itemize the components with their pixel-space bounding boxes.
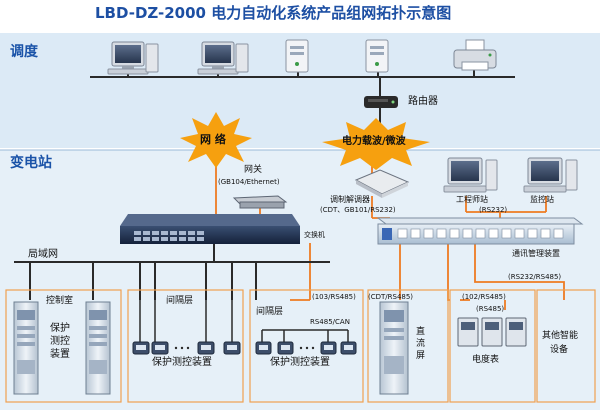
other-device-line-1: 其他智能	[542, 331, 579, 341]
rs232-label: (RS232)	[479, 206, 508, 214]
lan-lines	[14, 244, 330, 300]
bay-device-row-1	[132, 300, 241, 355]
rs232-rs485-label: (RS232/RS485)	[508, 273, 562, 281]
control-device-line-1: 保护	[50, 323, 70, 334]
modem-label: 调制解调器	[330, 195, 370, 204]
other-device-line-2: 设备	[550, 345, 569, 355]
switch-label: 交换机	[304, 231, 325, 239]
dispatch-server-2-icon	[365, 39, 389, 73]
bus-rs485-label: (RS485)	[476, 305, 505, 313]
bay-layer-1-label: 间隔层	[166, 296, 194, 306]
gateway-protocol-label: (GB104/Ethernet)	[218, 178, 280, 186]
network-star-icon	[180, 112, 252, 168]
comm-device-label: 通讯管理装置	[512, 249, 560, 258]
bus-103-rs485-label: (103/RS485)	[312, 293, 356, 301]
diagram-title: LBD-DZ-2000 电力自动化系统产品组网拓扑示意图	[95, 4, 452, 22]
bus-102-rs485-label: (102/RS485)	[462, 293, 506, 301]
bottom-panels	[5, 289, 596, 403]
comm-device-icon	[376, 217, 584, 245]
router-icon	[364, 96, 398, 108]
plc-star-icon	[322, 118, 430, 170]
monitor-station-label: 监控站	[530, 195, 554, 204]
bay-device-row-2	[255, 329, 357, 355]
meter-label: 电度表	[472, 355, 500, 365]
lan-label: 局域网	[28, 249, 58, 260]
dc-panel-line-2: 流	[416, 339, 426, 349]
dc-panel-line-1: 直	[416, 327, 426, 337]
control-device-line-3: 装置	[50, 349, 70, 360]
bay-device-2-label: 保护测控装置	[270, 357, 330, 368]
meter-icons	[457, 317, 527, 347]
dc-panel-line-3: 屏	[416, 351, 426, 361]
network-label: 网 络	[200, 133, 226, 146]
monitor-station-icon	[523, 157, 578, 193]
dispatch-server-1-icon	[285, 39, 309, 73]
control-cabinet-2-icon	[85, 301, 111, 395]
bus-cdt-rs485-label: (CDT/RS485)	[368, 293, 414, 301]
plc-microwave-label: 电力载波/微波	[342, 136, 406, 147]
dispatch-pc-1-icon	[107, 41, 159, 75]
control-device-line-2: 测控	[50, 336, 70, 347]
engineer-station-icon	[443, 157, 498, 193]
engineer-station-label: 工程师站	[456, 195, 488, 204]
control-room-label: 控制室	[46, 296, 74, 306]
control-cabinet-1-icon	[13, 301, 39, 395]
modem-protocol-label: (CDT、GB101/RS232)	[320, 206, 396, 214]
router-label: 路由器	[408, 96, 438, 107]
zone-label-dispatch: 调度	[10, 44, 38, 60]
rs485-can-label: RS485/CAN	[310, 318, 350, 326]
gateway-label: 网关	[244, 165, 263, 175]
zone-label-substation: 变电站	[10, 155, 52, 171]
dc-panel-cabinet-icon	[379, 301, 409, 395]
printer-icon	[453, 39, 497, 71]
modem-icon	[354, 169, 410, 198]
gateway-icon	[232, 195, 288, 209]
bay-layer-2-label: 间隔层	[256, 307, 284, 317]
dispatch-pc-2-icon	[197, 41, 249, 75]
bay-device-1-label: 保护测控装置	[152, 357, 212, 368]
switch-icon	[120, 214, 300, 244]
